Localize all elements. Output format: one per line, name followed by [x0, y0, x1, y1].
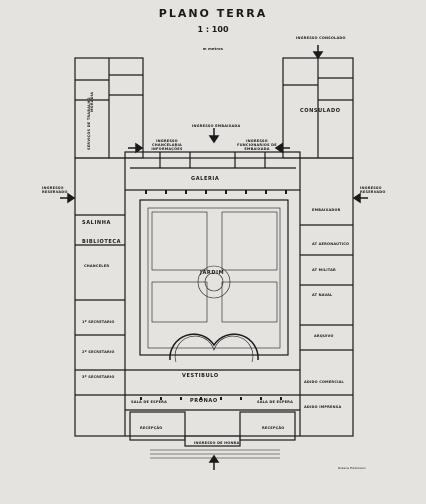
- room-chanceler: CHANCELER: [84, 264, 110, 268]
- room-naval: AT NAVAL: [312, 293, 333, 297]
- front-steps: [150, 449, 280, 459]
- room-galeria: GALERIA: [191, 176, 220, 182]
- plan-title: PLANO TERRA: [158, 7, 268, 20]
- room-militar: AT MILITAR: [312, 268, 336, 272]
- entrance-embassy: INGRESSO EMBAIXADA: [192, 124, 241, 128]
- room-imprensa: ADIDO IMPRENSA: [304, 405, 342, 409]
- room-consulate: CONSULADO: [300, 108, 341, 114]
- room-sala-espera-right: SALA DE ESPERA: [257, 400, 293, 404]
- room-recepcao-right: RECEPÇÃO: [262, 426, 285, 430]
- room-comercial: ADIDO COMERCIAL: [304, 380, 344, 384]
- room-arquivo: ARQUIVO: [314, 334, 334, 338]
- room-sala-espera-left: SALA DE ESPERA: [131, 400, 167, 404]
- room-jardim: JARDIM: [200, 270, 225, 276]
- garden: [151, 211, 278, 363]
- room-pronao: PRONAO: [190, 398, 218, 404]
- colonnade: [140, 190, 287, 400]
- room-secretario-1: 1º SECRETARIO: [82, 320, 115, 324]
- room-vestibulo: VESTIBULO: [182, 373, 219, 379]
- entrance-chancellery: INGRESSO CHANCELARIA INFORMAÇÕES: [151, 139, 183, 151]
- scale-units: m metros: [202, 47, 224, 51]
- architect-signature: Rubens Fidelmann: [338, 466, 366, 470]
- entrance-consulate: INGRESSO CONSOLADO: [296, 36, 346, 40]
- entrance-arrows: [60, 45, 368, 470]
- room-moradia: MORADIA: [90, 91, 94, 112]
- room-secretario-3: 3º SECRETARIO: [82, 375, 115, 379]
- room-embaixador: EMBAIXADOR: [312, 208, 341, 212]
- room-aeronautico: AT AERONAUTICO: [312, 242, 350, 246]
- room-recepcao-left: RECEPÇÃO: [140, 426, 163, 430]
- plan-scale: 1 : 100: [197, 25, 229, 34]
- entrance-main: INGRESSO DE HONRA: [194, 441, 240, 445]
- room-salinha: SALINHA: [82, 220, 111, 226]
- entrance-reserved-right: INGRESSO RESERVADO: [360, 186, 386, 194]
- entrance-reserved-left: INGRESSO RESERVADO: [42, 186, 68, 194]
- room-biblioteca: BIBLIOTECA: [82, 239, 122, 245]
- room-secretario-2: 2º SECRETARIO: [82, 350, 115, 354]
- entrance-officials: INGRESSO FUNCIONARIOS DE EMBAIXADA: [237, 139, 277, 151]
- building-walls: [74, 57, 354, 447]
